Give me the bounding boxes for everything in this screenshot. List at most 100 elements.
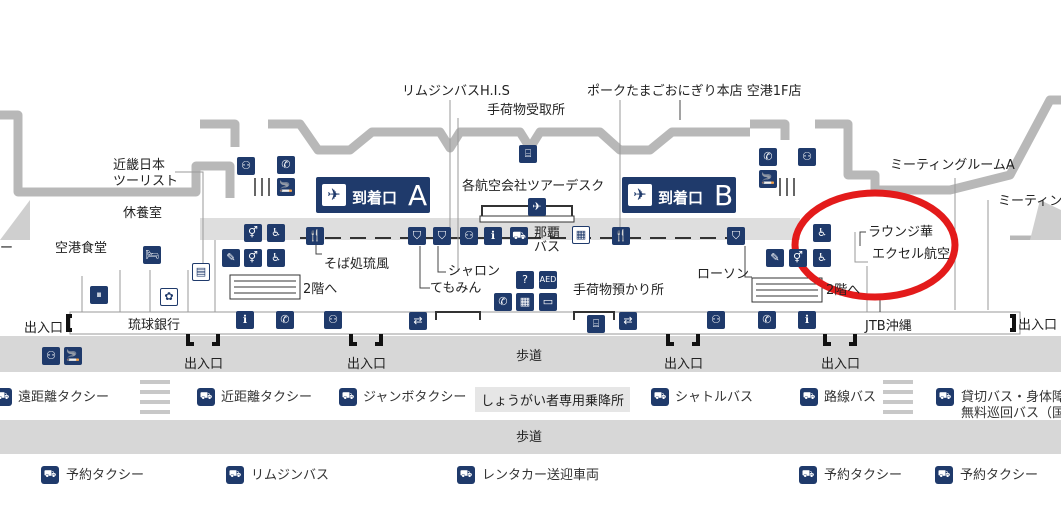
nursing-room-icon: ⚇	[324, 311, 342, 329]
exit-right: 出入口	[1018, 318, 1058, 333]
taxi-icon: ⛟	[339, 388, 357, 406]
label-meeting-room-b: ミーティン	[998, 194, 1061, 209]
bed-icon: 🛏	[143, 246, 161, 264]
arrival-gate-a: ✈ 到着口 A	[316, 177, 430, 213]
aed-icon: AED	[539, 271, 557, 289]
stairs-right	[779, 178, 795, 196]
bus-icon: ⛟	[510, 227, 528, 245]
label-ryukyu-bank: 琉球銀行	[128, 318, 181, 333]
road2-reserved-taxi-3: 予約タクシー	[960, 468, 1039, 483]
pen-icon: ✎	[766, 249, 784, 267]
highlight-circle	[791, 189, 959, 301]
shop-bag-icon: ⛉	[433, 227, 451, 245]
restaurant-icon: 🍴	[612, 227, 630, 245]
atm-icon: ✿	[160, 288, 178, 306]
nursing-room-icon: ⚇	[460, 227, 478, 245]
label-naha-bus: 那覇バス	[534, 226, 561, 255]
label-jtb-okinawa: JTB沖縄	[865, 319, 912, 334]
road1-jumbo-taxi: ジャンボタクシー	[363, 390, 467, 405]
label-kinki-tourist-2: ツーリスト	[113, 174, 179, 189]
phone-icon: ✆	[494, 293, 512, 311]
label-left-cut: ー	[0, 241, 14, 256]
label-rest-room: 休養室	[123, 206, 163, 221]
walkway-bottom	[0, 420, 1061, 454]
tour-desk-strip	[479, 215, 575, 223]
arrival-b-label: 到着口	[658, 189, 704, 207]
restroom-icon: ⚥	[244, 224, 262, 242]
label-tour-desk: 各航空会社ツアーデスク	[462, 179, 605, 194]
bank-icon: ⏸	[90, 286, 108, 304]
phone-icon: ✆	[277, 156, 295, 174]
road2-limousine-bus: リムジンバス	[251, 468, 330, 483]
arrival-b-letter: B	[714, 179, 734, 212]
exit-left: 出入口	[24, 321, 64, 336]
escalator-right	[751, 277, 823, 303]
label-excel-air: エクセル航空	[872, 247, 951, 262]
taxi-icon: ⛟	[41, 466, 59, 484]
info-icon: ℹ	[236, 311, 254, 329]
accessible-icon: ♿	[267, 224, 285, 242]
label-limousine-his: リムジンバスH.I.S	[402, 84, 510, 99]
nursing-room-icon: ⚇	[237, 157, 255, 175]
label-to-2f-right: 2階へ	[826, 283, 861, 298]
road1-free-loop-bus: 無料巡回バス（国	[961, 406, 1061, 421]
label-sharon: シャロン	[448, 264, 501, 279]
shop-partitions	[81, 100, 989, 312]
road2-reserved-taxi-1: 予約タクシー	[66, 468, 145, 483]
label-soba-ryufu: そば処琉風	[324, 257, 390, 272]
baggage-counter-1	[435, 311, 481, 320]
phone-icon: ✆	[759, 148, 777, 166]
smoking-area-icon: 🚬	[64, 347, 82, 365]
rental-car-icon: ⛟	[457, 466, 475, 484]
arrival-plane-icon: ✈	[322, 184, 346, 206]
stairs-left	[254, 178, 270, 196]
arrival-a-label: 到着口	[352, 189, 398, 207]
road1-long-distance-taxi: 遠距離タクシー	[18, 390, 110, 405]
accessible-icon: ♿	[813, 224, 831, 242]
info-desk-icon: ℹ	[484, 227, 502, 245]
taxi-icon: ⛟	[0, 388, 12, 406]
shop-bag-icon: ⛉	[408, 227, 426, 245]
monitor-icon: ▭	[539, 293, 557, 311]
label-lounge-hana: ラウンジ華	[868, 225, 934, 240]
atm-icon: ▦	[516, 293, 534, 311]
walkway-label-bottom: 歩道	[516, 430, 543, 445]
label-to-2f-left: 2階へ	[303, 282, 338, 297]
restroom-icon: ⚥	[244, 249, 262, 267]
info-icon: ℹ	[798, 311, 816, 329]
escalator-left	[229, 274, 301, 300]
crosswalk-stripes	[140, 380, 913, 414]
leader-lines	[315, 100, 881, 312]
taxi-icon: ⛟	[197, 388, 215, 406]
arrival-gate-b: ✈ 到着口 B	[622, 177, 736, 213]
exit-bottom-4: 出入口	[821, 357, 861, 372]
road1-shuttle-bus: シャトルバス	[675, 390, 754, 405]
road1-charter-bus: 貸切バス・身体障	[961, 390, 1061, 405]
exit-bottom-2: 出入口	[347, 357, 387, 372]
exit-brackets	[66, 314, 1016, 346]
accessible-pickup-zone: しょうがい者専用乗降所	[475, 387, 631, 412]
road1-route-bus: 路線バス	[824, 390, 877, 405]
baggage-claim-icon: ⌸	[519, 145, 537, 163]
road2-rental-car-shuttle: レンタカー送迎車両	[482, 468, 600, 483]
label-baggage-storage: 手荷物預かり所	[573, 283, 665, 298]
baggage-cart-icon: ⇄	[619, 312, 637, 330]
help-icon: ?	[516, 271, 534, 289]
phone-icon: ✆	[758, 311, 776, 329]
road1-short-distance-taxi: 近距離タクシー	[221, 390, 313, 405]
label-kinki-tourist-1: 近畿日本	[113, 158, 166, 173]
tour-desk-counter	[481, 205, 573, 216]
shop-bag-icon: ⛉	[727, 227, 745, 245]
accessible-icon: ♿	[813, 249, 831, 267]
label-baggage-claim: 手荷物受取所	[487, 103, 566, 118]
exit-bottom-1: 出入口	[184, 357, 224, 372]
bus-icon: ⛟	[226, 466, 244, 484]
exit-bottom-3: 出入口	[664, 357, 704, 372]
accessible-icon: ♿	[267, 249, 285, 267]
taxi-icon: ⛟	[935, 466, 953, 484]
label-meeting-room-a: ミーティングルームA	[890, 158, 1015, 173]
baggage-storage-icon: ⌸	[587, 315, 605, 333]
arrival-plane-icon: ✈	[628, 184, 652, 206]
bus-info-icon: ▤	[192, 263, 210, 281]
